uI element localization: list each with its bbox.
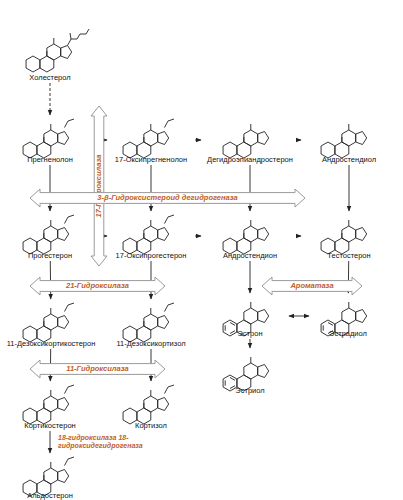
compound: Холестерол bbox=[5, 30, 95, 82]
compound-name: Эстриол bbox=[212, 386, 288, 395]
compound: Эстрадиол bbox=[310, 294, 386, 338]
compound-name: Эстрадиол bbox=[310, 329, 386, 338]
enzyme-label: 18-гидроксилаза 18-гидроксидегидрогеназа bbox=[58, 434, 168, 450]
compound: 17-Оксипрегненолон bbox=[108, 116, 194, 164]
compound-name: Прегненолон bbox=[2, 155, 98, 164]
compound: Прогестерон bbox=[2, 212, 98, 260]
enzyme-name: 11-Гидроксилаза bbox=[66, 365, 128, 373]
compound: Андростендион bbox=[202, 212, 298, 260]
compound-name: Тестостерон bbox=[302, 251, 396, 260]
reaction-arrow bbox=[195, 236, 201, 237]
compound: Прегненолон bbox=[2, 116, 98, 164]
compound-name: 11-Дезоксикортикостерон bbox=[2, 339, 100, 348]
compound: Альдостерон bbox=[2, 454, 98, 500]
compound-name: Кортикостерон bbox=[2, 421, 98, 430]
reaction-arrow bbox=[250, 261, 251, 293]
compound-name: Прогестерон bbox=[2, 251, 98, 260]
compound-name: Альдостерон bbox=[2, 491, 98, 500]
compound: 17-Оксипрогестерон bbox=[108, 212, 194, 260]
compound: Эстриол bbox=[212, 349, 288, 395]
reaction-arrow bbox=[195, 140, 201, 141]
reaction-arrow bbox=[50, 83, 51, 115]
reaction-arrow bbox=[50, 261, 51, 299]
reaction-arrow bbox=[250, 339, 251, 348]
reaction-arrow bbox=[50, 431, 51, 453]
compound-name: Андростендиол bbox=[302, 155, 396, 164]
compound: Кортизол bbox=[108, 382, 194, 430]
arrow-shape bbox=[30, 360, 165, 378]
reaction-arrow bbox=[50, 165, 51, 211]
compound-name: Эстрон bbox=[212, 329, 288, 338]
reaction-arrow bbox=[289, 316, 309, 317]
enzyme-arrow: 11-Гидроксилаза bbox=[30, 360, 165, 378]
enzyme-arrow: 17-Гидроксилаза bbox=[91, 106, 107, 266]
compound: Андростендиол bbox=[302, 116, 396, 164]
enzyme-name: Ароматаза bbox=[290, 282, 333, 290]
compound-name: Кортизол bbox=[108, 421, 194, 430]
reaction-arrow bbox=[151, 165, 152, 211]
enzyme-name: 21-Гидроксилаза bbox=[66, 282, 129, 290]
arrow-shape bbox=[91, 106, 107, 266]
arrow-shape bbox=[30, 277, 165, 295]
compound-name: 17-Оксипрегненолон bbox=[108, 155, 194, 164]
reaction-arrow bbox=[151, 261, 152, 299]
arrow-shape bbox=[30, 189, 305, 207]
compound: 11-Дезоксикортикостерон bbox=[2, 300, 100, 348]
compound-name: 17-Оксипрогестерон bbox=[108, 251, 194, 260]
enzyme-name: 3-β-Гидроксистероид дегидрогеназа bbox=[97, 194, 237, 202]
compound-name: 11-Дезоксикортизол bbox=[106, 339, 196, 348]
reaction-arrow bbox=[299, 236, 301, 237]
arrow-shape bbox=[262, 277, 362, 295]
compound-name: Холестерол bbox=[5, 73, 95, 82]
enzyme-arrow: 3-β-Гидроксистероид дегидрогеназа bbox=[30, 189, 305, 207]
compound: Эстрон bbox=[212, 294, 288, 338]
reaction-arrow bbox=[250, 165, 251, 211]
compound: Дегидроэпиандростерон bbox=[202, 116, 298, 164]
compound-name: Андростендион bbox=[202, 251, 298, 260]
reaction-arrow bbox=[299, 140, 301, 141]
compound: Кортикостерон bbox=[2, 382, 98, 430]
enzyme-arrow: Ароматаза bbox=[262, 277, 362, 295]
compound: Тестостерон bbox=[302, 212, 396, 260]
cholesterol-structure bbox=[26, 29, 89, 72]
reaction-arrow bbox=[349, 165, 350, 211]
enzyme-arrow: 21-Гидроксилаза bbox=[30, 277, 165, 295]
compound: 11-Дезоксикортизол bbox=[106, 300, 196, 348]
compound-name: Дегидроэпиандростерон bbox=[202, 155, 298, 164]
steroid-structure bbox=[23, 124, 367, 496]
enzyme-name: 17-Гидроксилаза bbox=[95, 155, 103, 218]
